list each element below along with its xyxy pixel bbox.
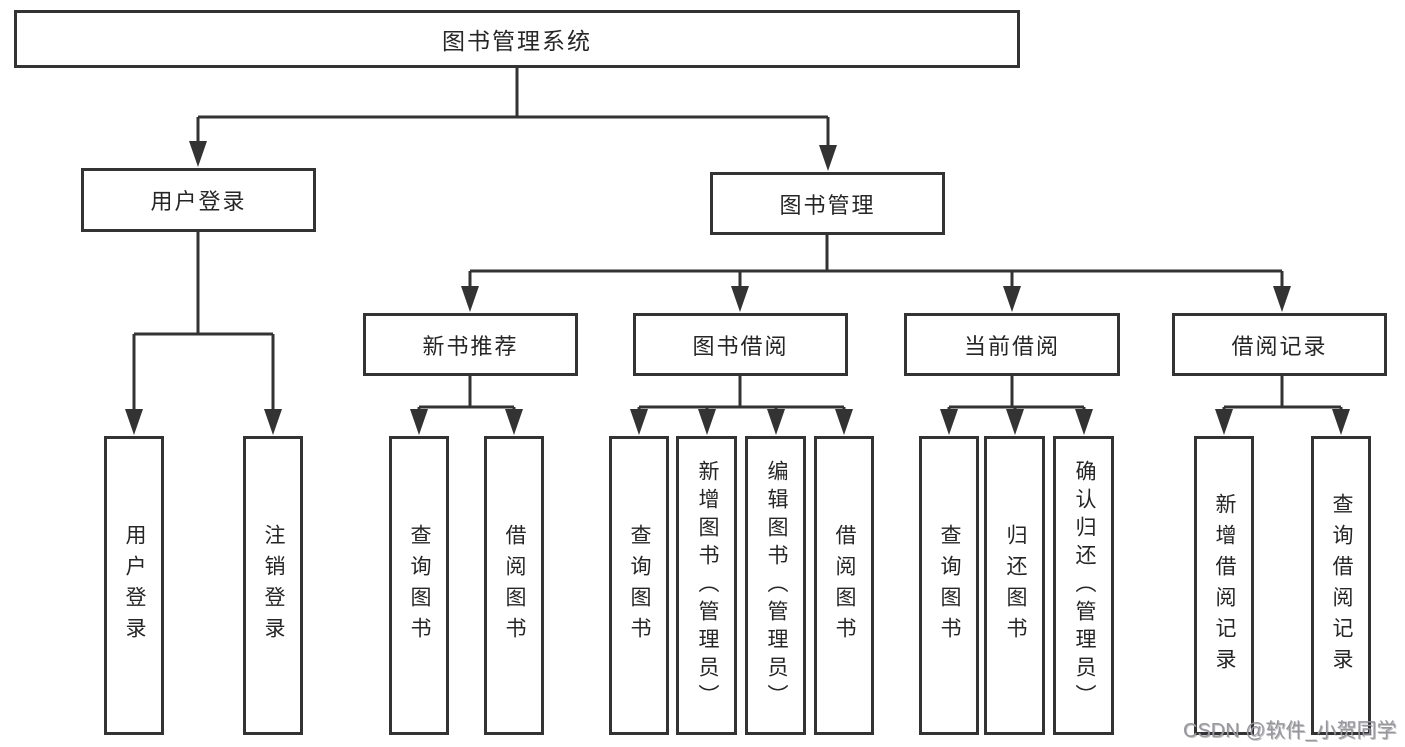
leaf-add-books-admin: 新增图书（管理员） xyxy=(676,436,737,735)
csdn-watermark: CSDN @软件_小贺同学 xyxy=(1183,720,1397,742)
arrowheads xyxy=(125,141,1350,435)
node-book-borrowing: 图书借阅 xyxy=(633,313,848,376)
leaf-add-borrow-record: 新增借阅记录 xyxy=(1194,436,1254,735)
leaf-logout: 注销登录 xyxy=(243,436,303,735)
leaf-edit-books-admin: 编辑图书（管理员） xyxy=(745,436,806,735)
node-user-login: 用户登录 xyxy=(81,168,316,232)
leaf-borrow-books: 借阅图书 xyxy=(814,436,874,735)
node-current-borrowing: 当前借阅 xyxy=(904,313,1120,376)
node-borrowing-records: 借阅记录 xyxy=(1172,313,1387,376)
leaf-return-books: 归还图书 xyxy=(984,436,1045,735)
node-new-book-recommendation: 新书推荐 xyxy=(363,313,578,376)
node-library-management-system: 图书管理系统 xyxy=(14,10,1020,68)
node-book-management: 图书管理 xyxy=(710,172,945,235)
leaf-recommend-query-books: 查询图书 xyxy=(389,436,449,735)
connector-paths xyxy=(132,68,1343,411)
leaf-query-borrow-record: 查询借阅记录 xyxy=(1311,436,1371,735)
leaf-user-login: 用户登录 xyxy=(104,436,164,735)
leaf-borrowing-query-books: 查询图书 xyxy=(609,436,669,735)
leaf-current-query-books: 查询图书 xyxy=(919,436,979,735)
leaf-recommend-borrow-books: 借阅图书 xyxy=(484,436,544,735)
leaf-confirm-return-admin: 确认归还（管理员） xyxy=(1053,436,1114,735)
